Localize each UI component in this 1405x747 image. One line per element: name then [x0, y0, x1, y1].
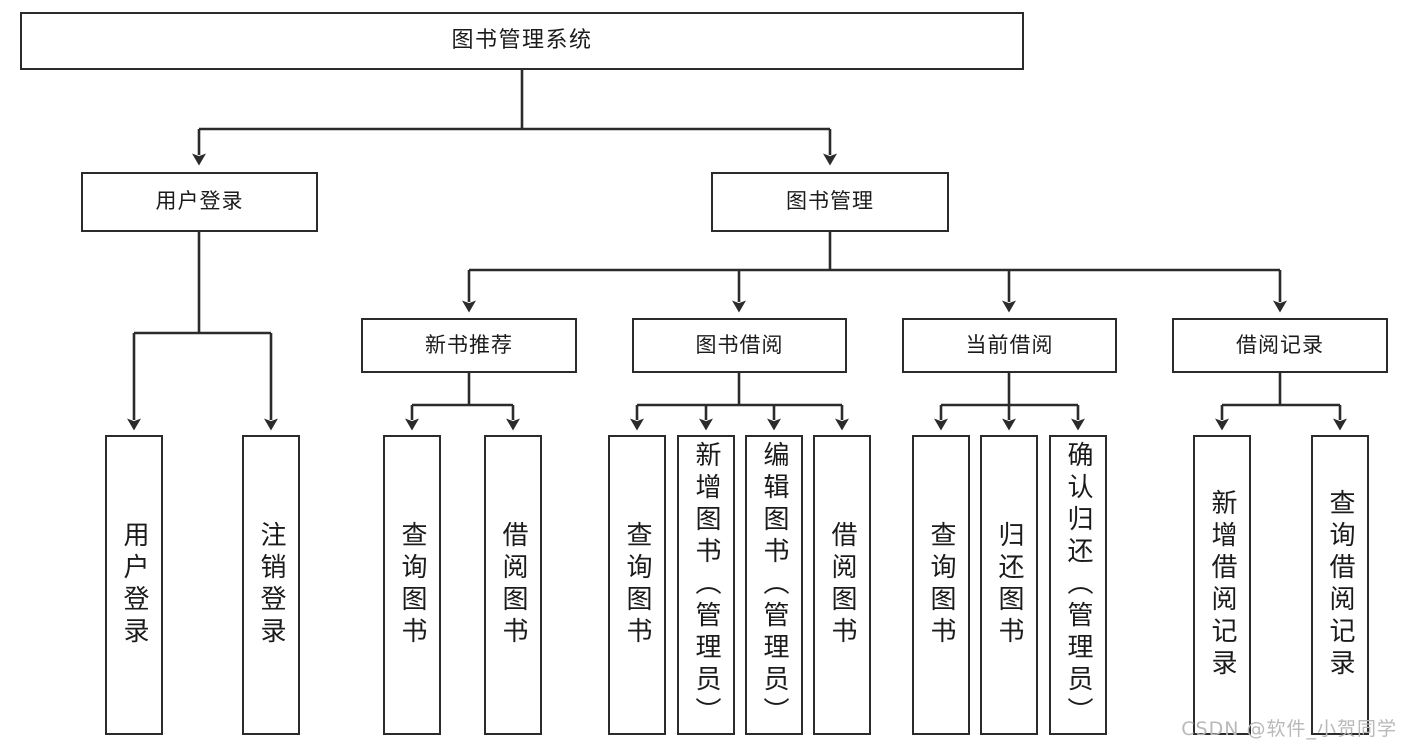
node-label: 用户登录 — [155, 189, 244, 214]
node-leaf-query-borrow-record[interactable]: 查询借阅记录 — [1311, 435, 1369, 735]
node-leaf-borrow-book-recommend[interactable]: 借阅图书 — [484, 435, 542, 735]
node-leaf-confirm-return-admin[interactable]: 确认归还（管理员） — [1049, 435, 1107, 735]
node-leaf-query-book-current[interactable]: 查询图书 — [912, 435, 970, 735]
node-label: 新增借阅记录 — [1207, 489, 1237, 681]
node-book-borrow[interactable]: 图书借阅 — [632, 318, 847, 373]
node-label: 借阅图书 — [827, 521, 857, 649]
node-leaf-query-book-recommend[interactable]: 查询图书 — [383, 435, 441, 735]
node-leaf-add-borrow-record[interactable]: 新增借阅记录 — [1193, 435, 1251, 735]
node-label: 当前借阅 — [965, 332, 1054, 357]
node-new-book-recommend[interactable]: 新书推荐 — [361, 318, 577, 373]
node-label: 借阅记录 — [1236, 332, 1324, 357]
node-borrow-record[interactable]: 借阅记录 — [1172, 318, 1388, 373]
node-label: 借阅图书 — [498, 521, 528, 649]
node-leaf-logout[interactable]: 注销登录 — [242, 435, 300, 735]
node-label: 查询图书 — [926, 521, 956, 649]
node-book-management[interactable]: 图书管理 — [711, 172, 949, 232]
node-current-borrow[interactable]: 当前借阅 — [902, 318, 1117, 373]
node-label: 归还图书 — [994, 521, 1024, 649]
node-root-library-system[interactable]: 图书管理系统 — [20, 12, 1024, 70]
node-leaf-add-book-admin[interactable]: 新增图书（管理员） — [677, 435, 735, 735]
node-label: 图书管理 — [786, 189, 874, 214]
node-user-login[interactable]: 用户登录 — [81, 172, 318, 232]
node-leaf-user-login[interactable]: 用户登录 — [105, 435, 163, 735]
node-leaf-query-book-borrow[interactable]: 查询图书 — [608, 435, 666, 735]
node-label: 查询图书 — [397, 521, 427, 649]
node-leaf-return-book[interactable]: 归还图书 — [980, 435, 1038, 735]
node-leaf-borrow-book[interactable]: 借阅图书 — [813, 435, 871, 735]
node-label: 新书推荐 — [425, 332, 513, 357]
node-label: 用户登录 — [119, 521, 149, 649]
node-label: 注销登录 — [256, 521, 286, 649]
node-label: 编辑图书（管理员） — [759, 441, 789, 729]
node-label: 图书管理系统 — [451, 27, 593, 53]
node-label: 查询图书 — [622, 521, 652, 649]
node-leaf-edit-book-admin[interactable]: 编辑图书（管理员） — [745, 435, 803, 735]
node-label: 确认归还（管理员） — [1063, 441, 1093, 729]
node-label: 图书借阅 — [695, 332, 784, 357]
node-label: 新增图书（管理员） — [691, 441, 721, 729]
node-label: 查询借阅记录 — [1325, 489, 1355, 681]
